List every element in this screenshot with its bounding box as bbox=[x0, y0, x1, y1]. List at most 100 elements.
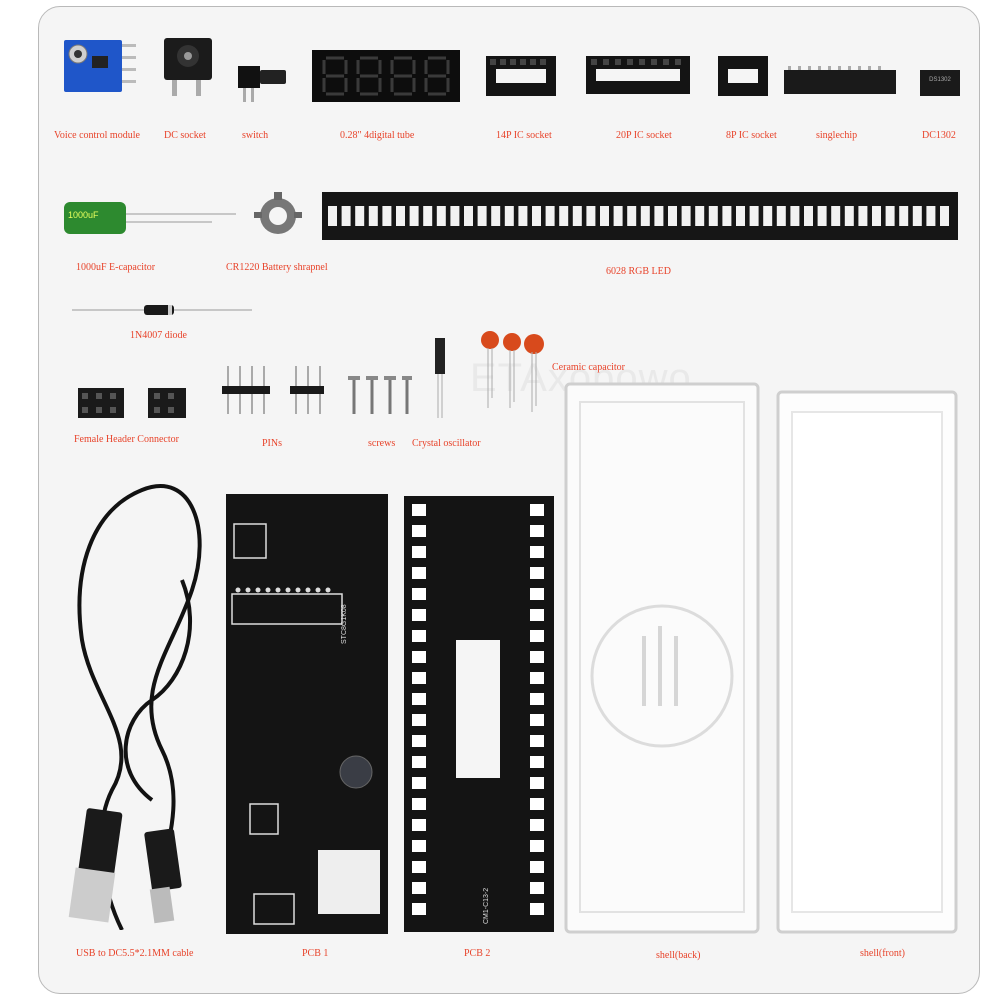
rgb-led-cell bbox=[328, 206, 337, 226]
pins-illustration bbox=[222, 366, 324, 414]
label-battery: CR1220 Battery shrapnel bbox=[226, 262, 328, 273]
shell-front-illustration bbox=[776, 390, 958, 934]
capacitor-marking: 1000uF bbox=[68, 210, 99, 220]
pcb2-led-pad bbox=[530, 714, 544, 726]
pcb2-led-pad bbox=[412, 567, 426, 579]
rgb-led-cell bbox=[409, 206, 419, 226]
pcb2-led-pad bbox=[530, 630, 544, 642]
label-dc1302: DC1302 bbox=[922, 130, 956, 141]
label-e-capacitor: 1000uF E-capacitor bbox=[76, 262, 156, 273]
rgb-led-cell bbox=[776, 206, 786, 226]
pcb2-led-pad bbox=[530, 651, 544, 663]
pcb2-led-pad bbox=[530, 819, 544, 831]
label-cable: USB to DC5.5*2.1MM cable bbox=[76, 948, 194, 959]
label-shell-back: shell(back) bbox=[656, 950, 701, 961]
pcb2-led-pad bbox=[530, 903, 544, 915]
label-crystal: Crystal oscillator bbox=[412, 438, 481, 449]
rgb-led-cell bbox=[382, 206, 392, 226]
pcb2-led-pad bbox=[412, 609, 426, 621]
rgb-led-cell bbox=[640, 206, 650, 226]
pcb2-led-pad bbox=[530, 504, 544, 516]
rgb-led-cell bbox=[668, 206, 677, 226]
rgb-led-cell bbox=[681, 206, 691, 226]
label-shell-front: shell(front) bbox=[860, 948, 905, 959]
rgb-led-cell bbox=[532, 206, 541, 226]
rgb-led-cell bbox=[627, 206, 637, 226]
pcb2-led-pad bbox=[530, 693, 544, 705]
rgb-led-cell bbox=[504, 206, 514, 226]
pcb1-marking: STC8G1K08 bbox=[341, 604, 348, 644]
label-female-header: Female Header Connector bbox=[74, 434, 179, 445]
pcb2-led-pad bbox=[412, 882, 426, 894]
pcb1-illustration: STC8G1K08 bbox=[226, 494, 388, 934]
dc-socket-illustration bbox=[164, 38, 212, 96]
rgb-led-cell bbox=[477, 206, 487, 226]
ic8-socket-illustration bbox=[718, 56, 768, 96]
rgb-led-cell bbox=[450, 206, 460, 226]
switch-illustration bbox=[238, 66, 286, 102]
rgb-led-cell bbox=[396, 206, 405, 226]
rgb-led-cell bbox=[926, 206, 936, 226]
rgb-led-cell bbox=[559, 206, 569, 226]
pcb2-led-pad bbox=[412, 672, 426, 684]
pcb2-led-pad bbox=[412, 651, 426, 663]
e-capacitor-illustration: 1000uF bbox=[64, 202, 236, 234]
pcb2-led-pad bbox=[412, 546, 426, 558]
rgb-led-cell bbox=[804, 206, 813, 226]
digital-tube-illustration bbox=[312, 50, 460, 102]
pcb2-led-pad bbox=[530, 672, 544, 684]
rgb-led-cell bbox=[572, 206, 582, 226]
pcb2-led-pad bbox=[530, 777, 544, 789]
pcb2-marking: CM1-C13-2 bbox=[483, 888, 490, 924]
shell-back-illustration bbox=[564, 382, 760, 934]
rgb-led-cell bbox=[355, 206, 365, 226]
female-header-illustration bbox=[78, 388, 186, 418]
pcb2-led-pad bbox=[530, 861, 544, 873]
label-diode: 1N4007 diode bbox=[130, 330, 187, 341]
pcb2-led-pad bbox=[530, 798, 544, 810]
battery-shrapnel-illustration bbox=[254, 192, 302, 234]
rgb-led-cell bbox=[912, 206, 922, 226]
pcb2-led-pad bbox=[412, 861, 426, 873]
pcb2-led-pad bbox=[412, 504, 426, 516]
label-ceramic: Ceramic capacitor bbox=[552, 362, 626, 373]
diode-illustration bbox=[72, 305, 252, 315]
rgb-led-cell bbox=[858, 206, 868, 226]
rgb-led-cell bbox=[423, 206, 433, 226]
rgb-led-cell bbox=[817, 206, 827, 226]
pcb2-led-pad bbox=[412, 735, 426, 747]
pcb2-led-pad bbox=[412, 756, 426, 768]
rgb-led-cell bbox=[763, 206, 773, 226]
pcb2-led-pad bbox=[412, 588, 426, 600]
pcb2-led-pad bbox=[530, 609, 544, 621]
pcb2-led-pad bbox=[530, 525, 544, 537]
label-screws: screws bbox=[368, 438, 396, 449]
rgb-led-cell bbox=[736, 206, 745, 226]
rgb-led-cell bbox=[491, 206, 501, 226]
rgb-led-cell bbox=[722, 206, 732, 226]
label-ic20: 20P IC socket bbox=[616, 130, 672, 141]
dc1302-chip-illustration: DS1302 bbox=[920, 70, 960, 96]
rgb-led-cell bbox=[518, 206, 528, 226]
pcb2-illustration: CM1-C13-2 bbox=[404, 496, 554, 932]
pcb2-led-pad bbox=[412, 903, 426, 915]
label-singlechip: singlechip bbox=[816, 130, 858, 141]
pcb2-led-pad bbox=[530, 882, 544, 894]
rgb-led-cell bbox=[586, 206, 596, 226]
pcb2-led-pad bbox=[412, 798, 426, 810]
rgb-led-cell bbox=[464, 206, 473, 226]
rgb-led-cell bbox=[831, 206, 841, 226]
rgb-led-cell bbox=[899, 206, 909, 226]
singlechip-illustration bbox=[784, 66, 896, 94]
pcb2-led-pad bbox=[530, 735, 544, 747]
ic14-socket-illustration bbox=[486, 56, 556, 96]
voice-control-module-illustration bbox=[64, 40, 136, 92]
label-digital-tube: 0.28" 4digital tube bbox=[340, 130, 415, 141]
label-ic8: 8P IC socket bbox=[726, 130, 777, 141]
ceramic-capacitor-illustration bbox=[481, 331, 544, 412]
pcb2-led-pad bbox=[530, 840, 544, 852]
rgb-led-cell bbox=[545, 206, 555, 226]
label-dc-socket: DC socket bbox=[164, 130, 206, 141]
rgb-led-cell bbox=[436, 206, 446, 226]
rgb-led-cell bbox=[940, 206, 949, 226]
